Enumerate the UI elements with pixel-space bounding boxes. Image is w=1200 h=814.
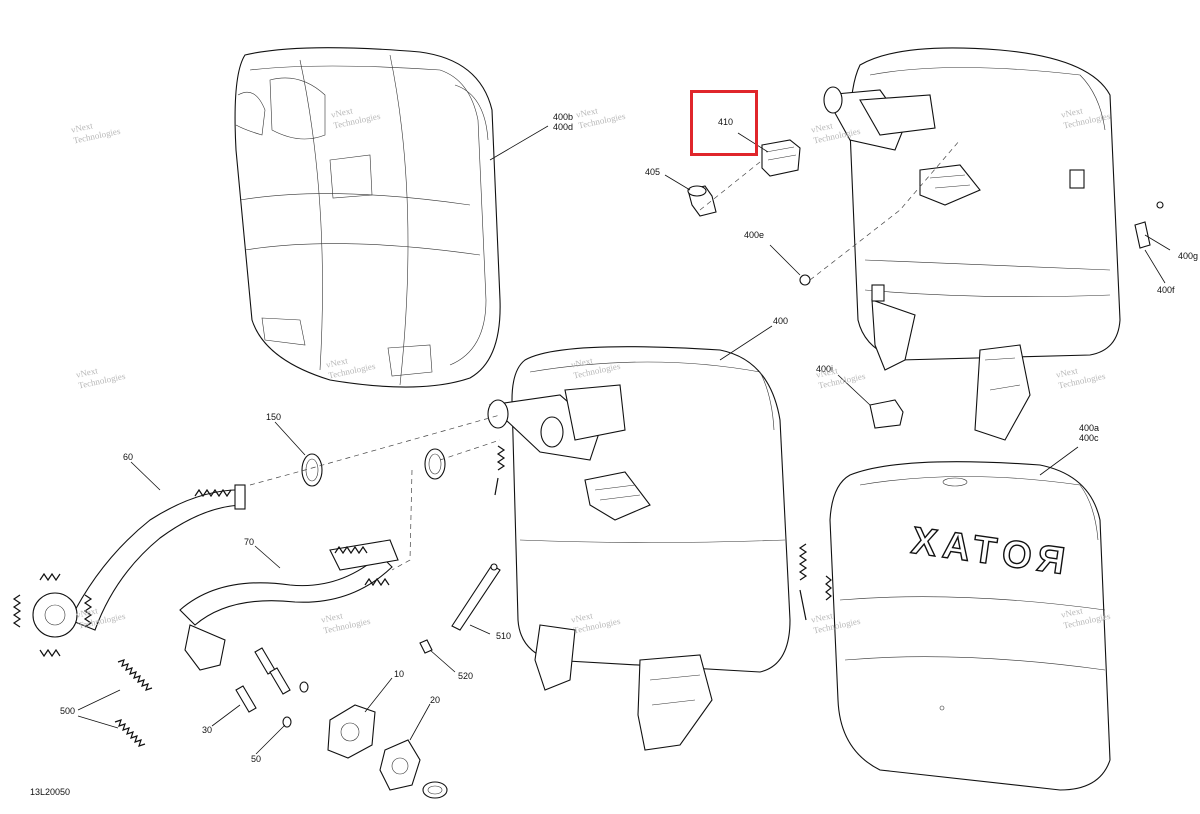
bracket-510 xyxy=(451,563,501,631)
part-400e-nut xyxy=(799,274,811,286)
exhaust-pipe-70 xyxy=(179,539,399,671)
callout-400c: 400c xyxy=(1079,433,1099,443)
seal-ring-150 xyxy=(301,448,446,487)
callout-400: 400 xyxy=(773,316,789,326)
callout-leaders xyxy=(77,125,1171,755)
callout-70: 70 xyxy=(244,537,255,547)
callout-20: 20 xyxy=(430,695,441,705)
callout-510: 510 xyxy=(496,631,512,641)
spring-500 xyxy=(114,659,153,747)
callout-400b: 400b xyxy=(553,112,574,122)
flange-gasket-10 xyxy=(327,704,376,759)
exhaust-pipe-60 xyxy=(69,484,246,631)
assembly-guide-lines xyxy=(249,139,961,571)
highlight-box-410 xyxy=(690,90,758,156)
callout-500: 500 xyxy=(60,706,76,716)
callout-400i: 400i xyxy=(816,364,834,374)
callout-400a: 400a xyxy=(1079,423,1100,433)
callout-10: 10 xyxy=(394,669,405,679)
callout-50: 50 xyxy=(251,754,262,764)
drawing-code: 13L20050 xyxy=(30,787,71,797)
callout-400d: 400d xyxy=(553,122,574,132)
callout-150: 150 xyxy=(266,412,282,422)
part-400i-block xyxy=(869,399,904,429)
part-410-grommet xyxy=(761,139,801,177)
callout-520: 520 xyxy=(458,671,474,681)
screw-520 xyxy=(419,639,433,654)
part-400f-clip xyxy=(1134,201,1164,249)
muffler-400 xyxy=(487,346,808,751)
callout-400g: 400g xyxy=(1178,251,1199,261)
muffler-assembly-top-right xyxy=(823,47,1121,441)
callout-410: 410 xyxy=(718,117,734,127)
bolts-30 xyxy=(235,647,291,713)
callout-400f: 400f xyxy=(1157,285,1175,295)
callout-405: 405 xyxy=(645,167,661,177)
muffler-heat-shield-rear xyxy=(234,47,501,388)
flange-gasket-20 xyxy=(379,739,448,799)
part-405-spacer xyxy=(687,185,717,217)
callout-60: 60 xyxy=(123,452,134,462)
washers-50 xyxy=(282,681,309,728)
callout-400e: 400e xyxy=(744,230,765,240)
callout-30: 30 xyxy=(202,725,213,735)
muffler-heat-shield-rotax xyxy=(825,461,1111,791)
exhaust-flange-spring-set xyxy=(12,572,93,658)
